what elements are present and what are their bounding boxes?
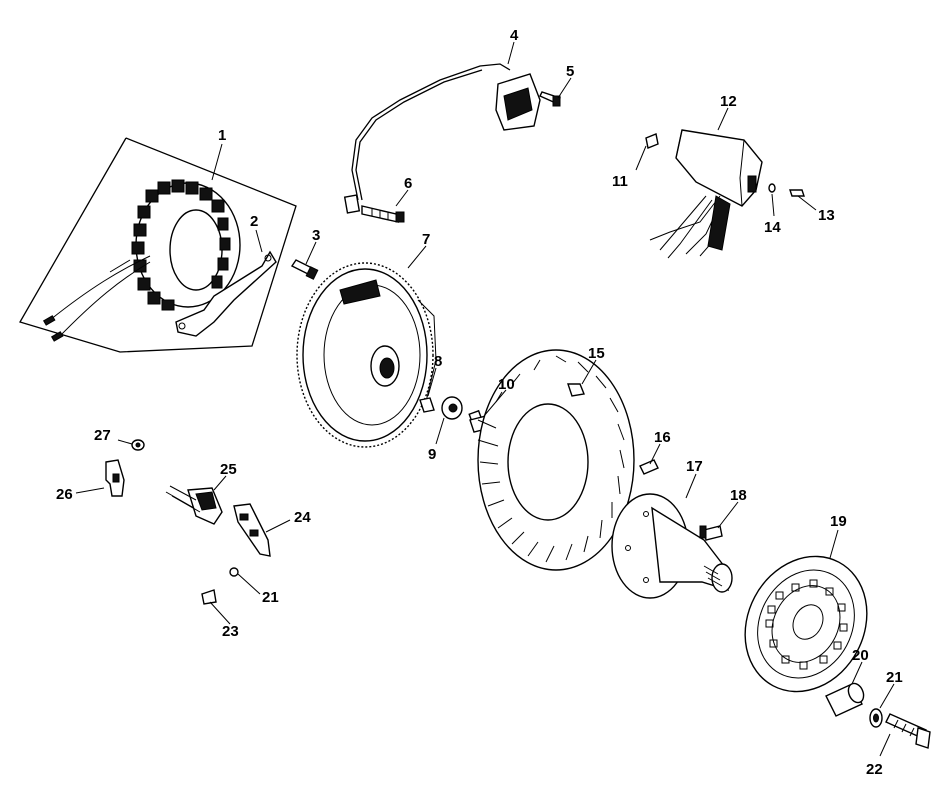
callout-4: 4 xyxy=(510,27,519,44)
callout-25: 25 xyxy=(220,461,237,478)
callout-1: 1 xyxy=(218,127,226,144)
part-key xyxy=(419,397,435,413)
part-washer-21-left xyxy=(229,567,239,577)
part-bracket-24 xyxy=(233,503,271,557)
callout-6: 6 xyxy=(404,175,412,192)
callout-11: 11 xyxy=(612,173,628,190)
part-washer-21-right xyxy=(869,708,883,728)
part-screw-5 xyxy=(539,91,561,107)
callout-16: 16 xyxy=(654,429,671,446)
part-screw-3 xyxy=(290,259,319,280)
callout-10: 10 xyxy=(498,376,515,393)
callout-27: 27 xyxy=(94,427,111,444)
callout-13: 13 xyxy=(818,207,835,224)
callout-18: 18 xyxy=(730,487,747,504)
callout-15: 15 xyxy=(588,345,605,362)
callout-23: 23 xyxy=(222,623,239,640)
part-cooling-fan xyxy=(477,349,635,571)
callout-21-right: 21 xyxy=(886,669,903,686)
part-switch-25 xyxy=(165,485,223,525)
callout-22: 22 xyxy=(866,761,883,778)
callout-21-left: 21 xyxy=(262,589,279,606)
callout-12: 12 xyxy=(720,93,737,110)
callout-24: 24 xyxy=(294,509,311,526)
part-regulator xyxy=(649,129,763,259)
part-bracket xyxy=(175,250,277,337)
part-stud-16 xyxy=(639,459,659,475)
part-washer-9 xyxy=(441,396,463,420)
part-screw-13 xyxy=(789,189,805,197)
part-hub xyxy=(611,493,733,599)
callout-3: 3 xyxy=(312,227,320,244)
part-flywheel xyxy=(296,262,437,448)
part-clip-26 xyxy=(105,459,125,497)
callout-5: 5 xyxy=(566,63,574,80)
part-nut-11 xyxy=(645,133,659,149)
part-washer-14 xyxy=(768,183,776,193)
callout-8: 8 xyxy=(434,353,442,370)
part-screw-18 xyxy=(699,525,723,541)
part-bolt-22 xyxy=(885,713,931,749)
part-washer-27 xyxy=(131,439,145,451)
callout-9: 9 xyxy=(428,446,436,463)
part-spacer xyxy=(825,682,865,717)
part-screw-23 xyxy=(201,589,217,605)
callout-26: 26 xyxy=(56,486,73,503)
callout-labels: 1 2 3 4 5 6 7 8 9 10 11 12 13 14 15 16 1… xyxy=(56,27,903,778)
callout-14: 14 xyxy=(764,219,781,236)
callout-17: 17 xyxy=(686,458,703,475)
part-screen xyxy=(744,555,868,693)
part-spark-plug xyxy=(361,205,405,223)
callout-2: 2 xyxy=(250,213,258,230)
callout-19: 19 xyxy=(830,513,847,530)
part-stator xyxy=(19,137,297,353)
part-ignition-module xyxy=(343,63,541,214)
leader-lines xyxy=(75,41,895,757)
callout-20: 20 xyxy=(852,647,869,664)
callout-7: 7 xyxy=(422,231,430,248)
